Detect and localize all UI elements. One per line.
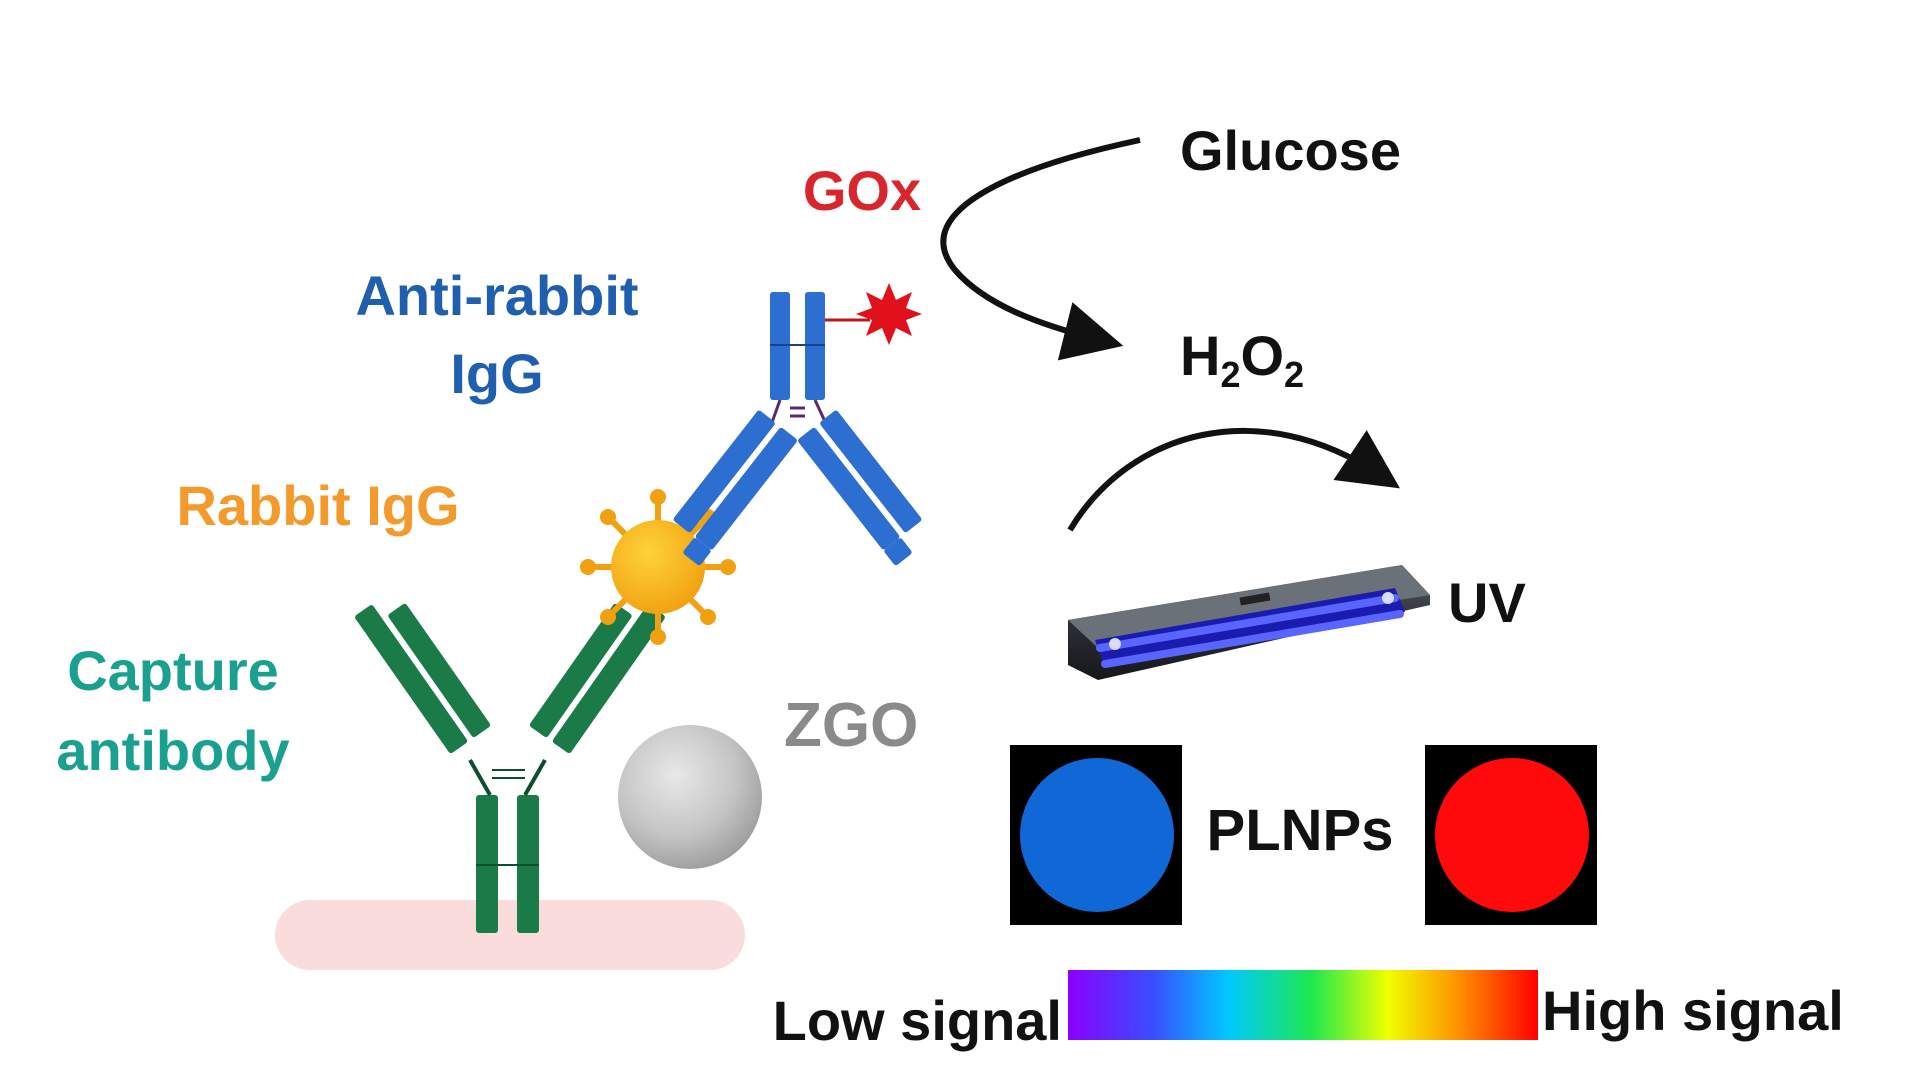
substrate-surface bbox=[275, 900, 745, 970]
plnp-blue-dot bbox=[1020, 758, 1174, 912]
anti-rabbit-label-line2: IgG bbox=[450, 342, 543, 405]
h2o2-label: H2O2 bbox=[1180, 324, 1304, 395]
zgo-particle-icon bbox=[618, 725, 762, 869]
high-signal-label: High signal bbox=[1542, 979, 1844, 1042]
zgo-label: ZGO bbox=[784, 691, 918, 760]
star-burst-icon bbox=[856, 283, 922, 345]
virus-icon bbox=[580, 489, 736, 645]
plnp-red-dot bbox=[1435, 758, 1589, 912]
low-signal-label: Low signal bbox=[773, 989, 1062, 1052]
gox-label: GOx bbox=[803, 159, 921, 222]
rabbit-igg-label: Rabbit IgG bbox=[176, 474, 459, 537]
h2o2-to-uv-arrow bbox=[1067, 428, 1400, 532]
glucose-label: Glucose bbox=[1180, 119, 1401, 182]
anti-rabbit-antibody-icon bbox=[673, 292, 922, 566]
uv-lamp-icon bbox=[1068, 565, 1430, 680]
capture-label-line1: Capture bbox=[67, 639, 279, 702]
capture-antibody-icon bbox=[355, 603, 665, 933]
plnps-label: PLNPs bbox=[1207, 798, 1394, 863]
capture-label-line2: antibody bbox=[56, 719, 289, 782]
glucose-to-h2o2-arrow bbox=[940, 137, 1141, 361]
signal-gradient-bar bbox=[1068, 970, 1538, 1040]
uv-label: UV bbox=[1448, 571, 1526, 634]
anti-rabbit-label-line1: Anti-rabbit bbox=[355, 264, 638, 327]
